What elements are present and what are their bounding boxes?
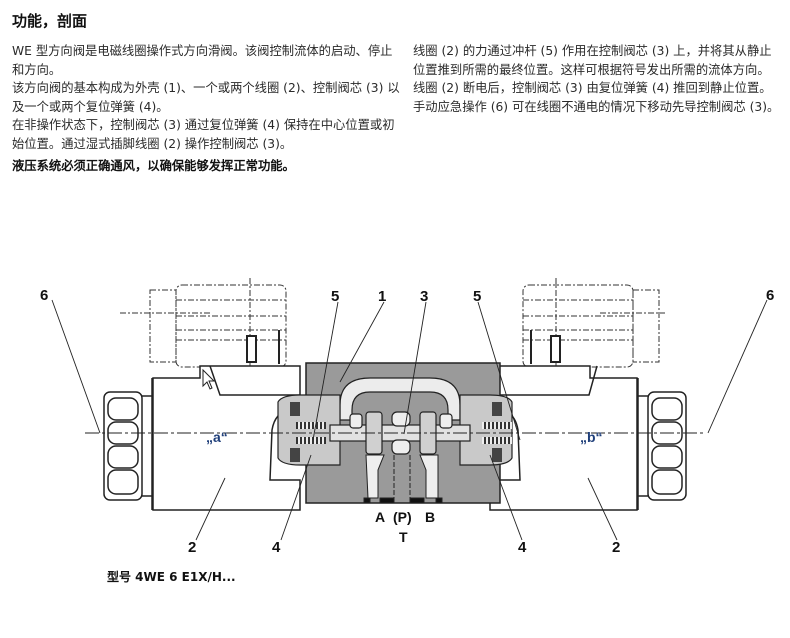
- callout-4-left: 4: [272, 539, 281, 556]
- callout-1: 1: [378, 288, 386, 305]
- callout-3: 3: [420, 288, 428, 305]
- solenoid-b-label: „b“: [580, 429, 603, 445]
- paragraph: 线圈 (2) 的力通过冲杆 (5) 作用在控制阀芯 (3) 上，并将其从静止位置…: [413, 44, 772, 77]
- callout-5-right: 5: [473, 288, 481, 305]
- solenoid-a-label: „a“: [206, 429, 228, 445]
- right-manual-override-knob: [638, 391, 687, 501]
- paragraph: 在非操作状态下，控制阀芯 (3) 通过复位弹簧 (4) 保持在中心位置或初始位置…: [12, 118, 395, 151]
- port-a-label: A: [375, 509, 385, 525]
- right-connector-pins: [530, 330, 561, 364]
- section-title: 功能，剖面: [12, 12, 88, 30]
- callout-4-right: 4: [518, 539, 527, 556]
- ventilation-warning: 液压系统必须正确通风，以确保能够发挥正常功能。: [12, 158, 295, 173]
- paragraph: 手动应急操作 (6) 可在线圈不通电的情况下移动先导控制阀芯 (3)。: [413, 99, 780, 114]
- callout-5-left: 5: [331, 288, 339, 305]
- left-connector-plug: [120, 278, 287, 420]
- port-t-label: T: [399, 529, 408, 545]
- right-connector-plug: [522, 278, 665, 420]
- leader-lines: [51, 299, 768, 541]
- port-p-label: (P): [393, 509, 412, 525]
- description-right-column: 线圈 (2) 的力通过冲杆 (5) 作用在控制阀芯 (3) 上，并将其从静止位置…: [413, 42, 783, 116]
- paragraph: 线圈 (2) 断电后，控制阀芯 (3) 由复位弹簧 (4) 推回到静止位置。: [413, 81, 772, 96]
- callout-6-right: 6: [766, 287, 774, 304]
- callout-2-right: 2: [612, 539, 620, 556]
- left-spring-chamber: [277, 394, 341, 466]
- right-spring-chamber: [459, 394, 513, 466]
- paragraph: 该方向阀的基本构成为外壳 (1)、一个或两个线圈 (2)、控制阀芯 (3) 以及…: [12, 81, 400, 114]
- callout-6-left: 6: [40, 287, 48, 304]
- left-connector-pins: [246, 330, 280, 364]
- paragraph: WE 型方向阀是电磁线圈操作式方向滑阀。该阀控制流体的启动、停止和方向。: [12, 44, 393, 77]
- left-manual-override-knob: [103, 391, 152, 501]
- port-b-label: B: [425, 509, 435, 525]
- mouse-cursor-icon: [202, 368, 216, 390]
- model-caption: 型号 4WE 6 E1X/H...: [107, 570, 236, 584]
- description-left-column: WE 型方向阀是电磁线圈操作式方向滑阀。该阀控制流体的启动、停止和方向。 该方向…: [12, 42, 404, 175]
- callout-2-left: 2: [188, 539, 196, 556]
- port-channels: [363, 454, 443, 504]
